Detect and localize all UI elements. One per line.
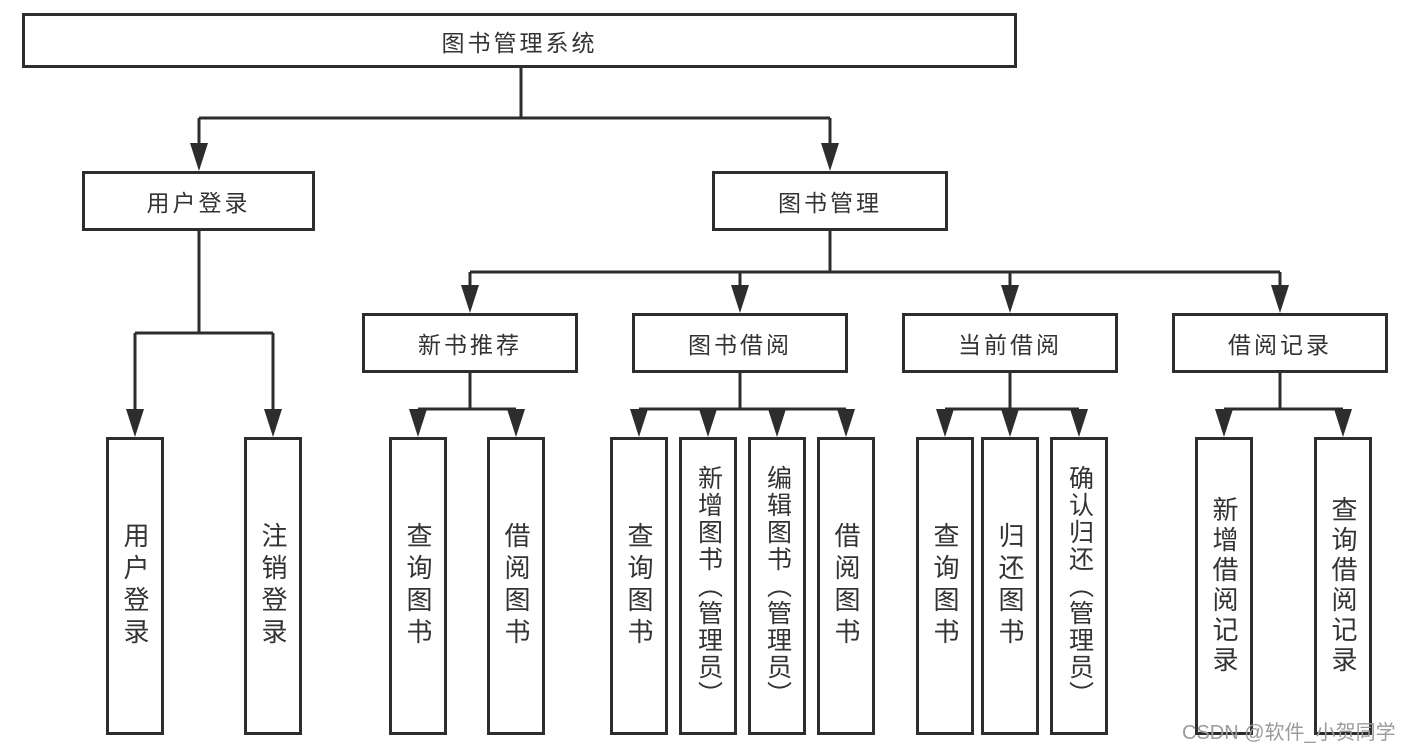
node-book-borrow: 图书借阅 [632, 313, 848, 373]
node-borrow-records-label: 借阅记录 [1228, 332, 1332, 358]
leaf-return-books: 归还图书 [981, 437, 1039, 735]
node-new-book-recommend: 新书推荐 [362, 313, 578, 373]
leaf-borrow-books-1-label: 借阅图书 [501, 522, 531, 650]
leaf-query-borrow-record: 查询借阅记录 [1314, 437, 1372, 735]
leaf-query-books-1: 查询图书 [389, 437, 447, 735]
node-borrow-records: 借阅记录 [1172, 313, 1388, 373]
node-root-label: 图书管理系统 [441, 29, 598, 56]
leaf-confirm-return-admin-label: 确认归还（管理员） [1065, 464, 1094, 708]
leaf-logout: 注销登录 [244, 437, 302, 735]
leaf-add-books-admin-label: 新增图书（管理员） [694, 464, 723, 708]
leaf-user-login-label: 用户登录 [120, 522, 150, 650]
node-book-management: 图书管理 [712, 171, 948, 231]
node-current-borrow: 当前借阅 [902, 313, 1118, 373]
node-user-login-label: 用户登录 [146, 190, 251, 216]
node-book-management-label: 图书管理 [778, 190, 882, 216]
leaf-query-books-3: 查询图书 [916, 437, 974, 735]
csdn-watermark: CSDN @软件_小贺同学 [1182, 722, 1396, 744]
leaf-query-books-3-label: 查询图书 [930, 522, 960, 650]
leaf-confirm-return-admin: 确认归还（管理员） [1050, 437, 1108, 735]
leaf-borrow-books-2-label: 借阅图书 [831, 522, 861, 650]
leaf-return-books-label: 归还图书 [995, 522, 1025, 650]
leaf-borrow-books-1: 借阅图书 [487, 437, 545, 735]
node-new-book-recommend-label: 新书推荐 [418, 332, 522, 358]
leaf-borrow-books-2: 借阅图书 [817, 437, 875, 735]
leaf-edit-books-admin: 编辑图书（管理员） [748, 437, 806, 735]
leaf-query-books-2-label: 查询图书 [624, 522, 654, 650]
leaf-add-borrow-record: 新增借阅记录 [1195, 437, 1253, 735]
leaf-logout-label: 注销登录 [258, 522, 288, 650]
node-current-borrow-label: 当前借阅 [958, 332, 1062, 358]
leaf-edit-books-admin-label: 编辑图书（管理员） [763, 464, 792, 708]
leaf-query-borrow-record-label: 查询借阅记录 [1328, 496, 1358, 676]
leaf-user-login: 用户登录 [106, 437, 164, 735]
leaf-query-books-2: 查询图书 [610, 437, 668, 735]
node-book-borrow-label: 图书借阅 [688, 332, 792, 358]
leaf-add-borrow-record-label: 新增借阅记录 [1209, 496, 1239, 676]
leaf-query-books-1-label: 查询图书 [403, 522, 433, 650]
leaf-add-books-admin: 新增图书（管理员） [679, 437, 737, 735]
node-user-login: 用户登录 [82, 171, 315, 231]
node-root: 图书管理系统 [22, 13, 1017, 68]
